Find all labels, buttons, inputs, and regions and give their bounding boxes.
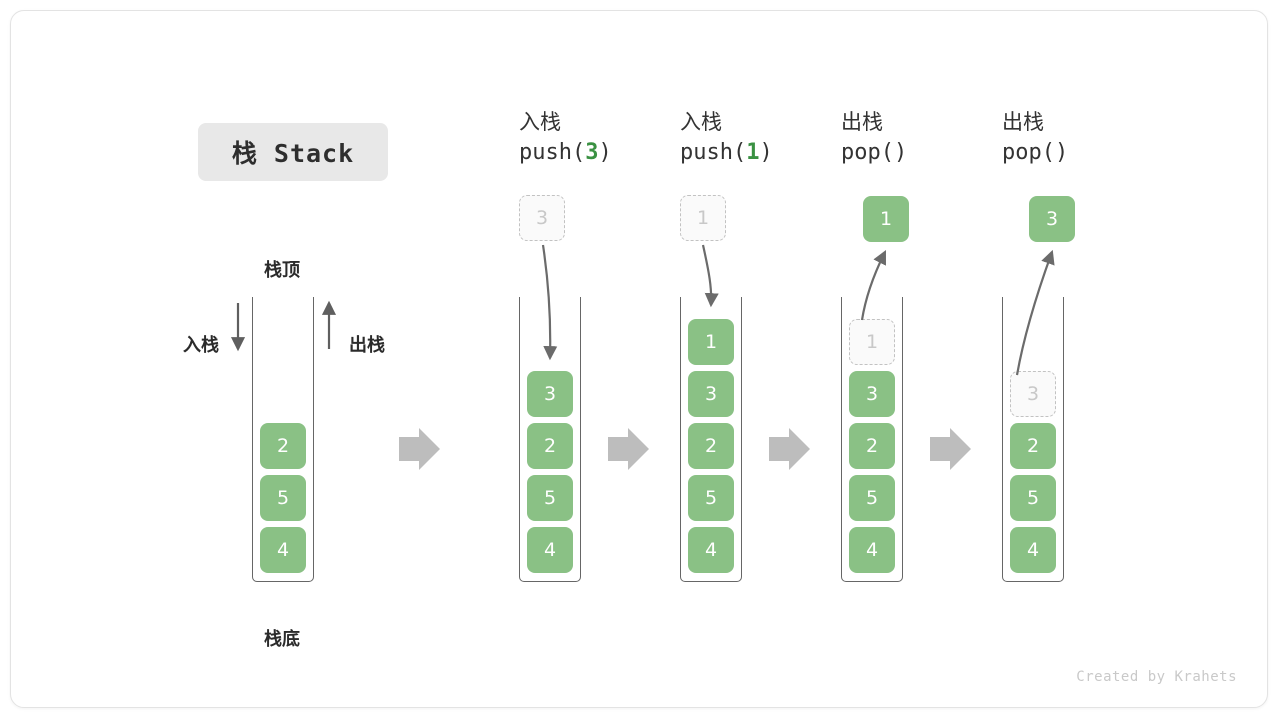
stack-cell: 4 [849, 527, 895, 573]
push-direction-label: 入栈 [183, 335, 219, 356]
floating-cell-push-3: 3 [519, 195, 565, 241]
stack-cell: 4 [527, 527, 573, 573]
stack-top-label: 栈顶 [264, 260, 300, 281]
stack-slot-empty [260, 371, 306, 417]
stack-slot-empty [527, 319, 573, 365]
operation-name: 出栈 [841, 110, 883, 134]
operation-name: 入栈 [680, 110, 722, 134]
stack-cell: 5 [688, 475, 734, 521]
column-header-push-3: 入栈 push(3) [519, 107, 669, 169]
stack-cell: 2 [527, 423, 573, 469]
stack-cell: 4 [688, 527, 734, 573]
code-suffix: ) [598, 140, 612, 165]
floating-cell-push-1: 1 [680, 195, 726, 241]
stack-cell: 5 [260, 475, 306, 521]
stack-cell: 2 [688, 423, 734, 469]
column-header-push-1: 入栈 push(1) [680, 107, 830, 169]
stack-cell: 2 [849, 423, 895, 469]
stack-cell: 3 [849, 371, 895, 417]
stack-cell: 5 [527, 475, 573, 521]
operation-code: push(1) [680, 137, 830, 169]
code-prefix: push( [680, 140, 747, 165]
diagram-canvas: 栈 Stack 栈顶 栈底 入栈 出栈 Created by Krahets [10, 10, 1268, 708]
pop-direction-label: 出栈 [349, 335, 385, 356]
diagram-title: 栈 Stack [198, 123, 388, 181]
stack-cell: 1 [849, 319, 895, 365]
code-suffix: ) [893, 140, 908, 165]
operation-code: pop() [1002, 137, 1152, 169]
stack-container-push-1: 1 3 2 5 4 [680, 297, 742, 582]
stack-slot-empty [260, 319, 306, 365]
code-argument: 1 [746, 140, 760, 165]
code-suffix: ) [759, 140, 773, 165]
stack-container-initial: 2 5 4 [252, 297, 314, 582]
stack-cell: 2 [260, 423, 306, 469]
stack-cell: 4 [260, 527, 306, 573]
stack-cell: 3 [527, 371, 573, 417]
floating-cell-pop-1: 1 [863, 196, 909, 242]
stack-cell: 5 [1010, 475, 1056, 521]
operation-code: pop() [841, 137, 991, 169]
floating-cell-pop-3: 3 [1029, 196, 1075, 242]
code-prefix: push( [519, 140, 586, 165]
stack-cell: 1 [688, 319, 734, 365]
stack-container-pop-3: 3 2 5 4 [1002, 297, 1064, 582]
stack-container-push-3: 3 2 5 4 [519, 297, 581, 582]
stack-bottom-label: 栈底 [264, 629, 300, 650]
operation-name: 入栈 [519, 110, 561, 134]
stack-slot-empty [1010, 319, 1056, 365]
code-prefix: pop( [1002, 140, 1055, 165]
operation-code: push(3) [519, 137, 669, 169]
watermark: Created by Krahets [1076, 669, 1237, 685]
code-prefix: pop( [841, 140, 894, 165]
stack-cell: 3 [688, 371, 734, 417]
stack-cell: 2 [1010, 423, 1056, 469]
column-header-pop-1: 出栈 pop() [841, 107, 991, 169]
stack-cell: 3 [1010, 371, 1056, 417]
stack-cell: 4 [1010, 527, 1056, 573]
operation-name: 出栈 [1002, 110, 1044, 134]
column-header-pop-3: 出栈 pop() [1002, 107, 1152, 169]
stack-container-pop-1: 1 3 2 5 4 [841, 297, 903, 582]
stack-cell: 5 [849, 475, 895, 521]
code-argument: 3 [585, 140, 599, 165]
code-suffix: ) [1054, 140, 1069, 165]
